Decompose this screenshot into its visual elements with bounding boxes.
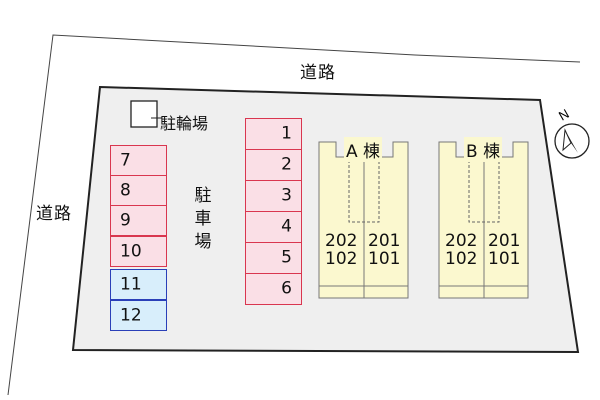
north-arrow-icon: N: [554, 106, 590, 159]
building-b: [438, 141, 529, 299]
room-b-101: 101: [488, 249, 521, 269]
room-a-201: 201: [368, 231, 401, 251]
parking-slot-number: 10: [120, 241, 142, 261]
parking-slot-9: 9: [110, 205, 167, 236]
parking-slot-number: 4: [281, 216, 292, 237]
parking-slot-number: 2: [281, 154, 292, 175]
parking-slot-5: 5: [245, 242, 302, 274]
parking-slot-number: 1: [281, 123, 292, 144]
compass-n-label: N: [556, 106, 572, 124]
bicycle-parking-box: [130, 100, 158, 128]
car-parking-label-char: 場: [194, 232, 212, 252]
parking-slot-number: 5: [281, 247, 292, 268]
car-parking-label: 駐 車 場: [192, 185, 214, 254]
parking-slot-8: 8: [110, 175, 167, 206]
parking-slot-11: 11: [110, 269, 167, 300]
parking-slot-1: 1: [245, 118, 302, 150]
parking-slot-12: 12: [110, 300, 167, 331]
room-a-202: 202: [325, 231, 358, 251]
room-a-102: 102: [325, 249, 358, 269]
room-b-201: 201: [488, 231, 521, 251]
building-a-label: A 棟: [344, 137, 383, 162]
parking-slot-7: 7: [110, 145, 167, 176]
parking-slot-3: 3: [245, 180, 302, 212]
room-b-202: 202: [445, 231, 478, 251]
parking-slot-6: 6: [245, 273, 302, 305]
parking-slot-number: 8: [120, 180, 131, 200]
parking-slot-number: 6: [281, 278, 292, 299]
room-a-101: 101: [368, 249, 401, 269]
parking-slot-number: 7: [120, 150, 131, 170]
parking-slot-2: 2: [245, 149, 302, 181]
parking-slot-4: 4: [245, 211, 302, 243]
road-label-left: 道路: [36, 204, 72, 224]
parking-slot-number: 12: [120, 305, 142, 325]
parking-slot-number: 9: [120, 210, 131, 230]
room-b-102: 102: [445, 249, 478, 269]
building-b-label: B 棟: [464, 137, 503, 162]
parking-slot-number: 11: [120, 274, 142, 294]
building-a: [318, 141, 409, 299]
parking-slot-10: 10: [110, 236, 167, 267]
road-boundary-line: [7, 34, 581, 396]
parking-slot-number: 3: [281, 185, 292, 206]
road-label-top: 道路: [300, 63, 336, 83]
car-parking-label-char: 車: [194, 209, 212, 229]
bicycle-parking-label: 駐輪場: [160, 114, 209, 133]
car-parking-label-char: 駐: [194, 186, 212, 206]
